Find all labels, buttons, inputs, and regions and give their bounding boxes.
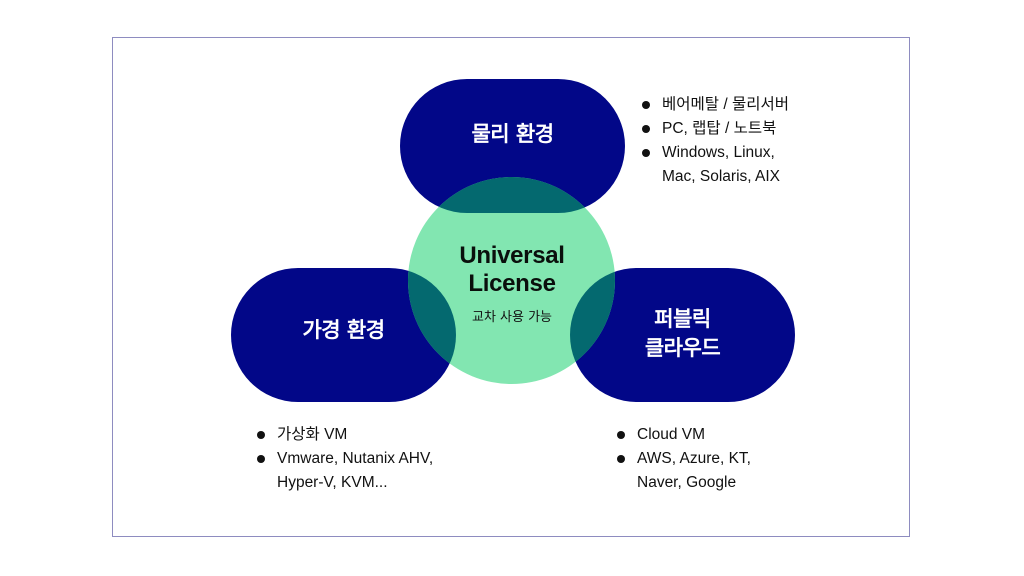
public-cloud-label-line1: 퍼블릭 (654, 307, 711, 331)
bullet-dot-icon (617, 455, 625, 463)
public-cloud-label-line2: 클라우드 (644, 336, 721, 360)
virtual-bullet-list: 가상화 VM Vmware, Nutanix AHV, Hyper-V, KVM… (255, 423, 433, 495)
virtual-environment-label: 가경 환경 (302, 318, 385, 342)
bullet-dot-icon (642, 125, 650, 133)
list-item: Windows, Linux, Mac, Solaris, AIX (640, 141, 789, 189)
physical-bullet-list: 베어메탈 / 물리서버 PC, 랩탑 / 노트북 Windows, Linux,… (640, 93, 789, 189)
universal-license-subtitle: 교차 사용 가능 (471, 310, 553, 325)
bullet-dot-icon (642, 149, 650, 157)
list-item: AWS, Azure, KT, Naver, Google (615, 447, 751, 495)
title-line2: License (468, 270, 556, 297)
list-item: 베어메탈 / 물리서버 (640, 93, 789, 117)
title-line1: Universal (459, 242, 565, 269)
universal-license-title: Universal License (412, 242, 612, 298)
public-cloud-bullet-list: Cloud VM AWS, Azure, KT, Naver, Google (615, 423, 751, 495)
bullet-dot-icon (257, 455, 265, 463)
list-item: PC, 랩탑 / 노트북 (640, 117, 789, 141)
physical-environment-label: 물리 환경 (471, 122, 554, 146)
list-item: Cloud VM (615, 423, 751, 447)
list-item: 가상화 VM (255, 423, 433, 447)
bullet-dot-icon (257, 431, 265, 439)
bullet-dot-icon (642, 101, 650, 109)
public-cloud-label: 퍼블릭 클라우드 (570, 305, 795, 363)
bullet-dot-icon (617, 431, 625, 439)
list-item: Vmware, Nutanix AHV, Hyper-V, KVM... (255, 447, 433, 495)
